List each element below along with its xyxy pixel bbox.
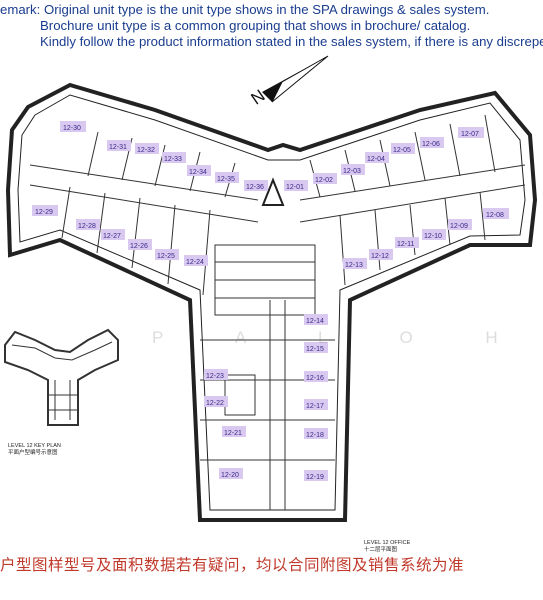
unit-12-29: 12-29: [32, 205, 58, 216]
north-arrow: N: [248, 55, 329, 109]
svg-text:12-20: 12-20: [221, 472, 239, 479]
svg-text:12-31: 12-31: [109, 144, 127, 151]
svg-text:12-10: 12-10: [424, 233, 442, 240]
svg-text:12-08: 12-08: [486, 212, 504, 219]
svg-text:12-07: 12-07: [461, 131, 479, 138]
core-atrium: [261, 177, 285, 206]
svg-text:12-05: 12-05: [393, 147, 411, 154]
unit-12-15: 12-15: [304, 342, 328, 353]
svg-text:12-32: 12-32: [137, 147, 155, 154]
remark-line-2: Brochure unit type is a common grouping …: [40, 18, 471, 33]
unit-12-31: 12-31: [107, 140, 131, 151]
svg-text:12-16: 12-16: [306, 375, 324, 382]
floor-caption-cn: 十二层平面图: [364, 547, 398, 553]
svg-text:12-30: 12-30: [63, 125, 81, 132]
svg-text:12-35: 12-35: [217, 176, 235, 183]
key-plan-caption: LEVEL 12 KEY PLAN 平面户型编号示意图: [8, 443, 61, 457]
floor-caption-en: LEVEL 12 OFFICE: [364, 540, 411, 546]
unit-12-05: 12-05: [391, 143, 415, 154]
svg-text:12-28: 12-28: [78, 223, 96, 230]
svg-text:12-03: 12-03: [343, 168, 361, 175]
svg-text:12-24: 12-24: [186, 259, 204, 266]
north-label: N: [248, 86, 269, 109]
unit-12-19: 12-19: [304, 470, 328, 481]
unit-12-17: 12-17: [304, 399, 328, 410]
unit-12-23: 12-23: [204, 369, 228, 380]
unit-12-03: 12-03: [341, 164, 365, 175]
svg-text:12-26: 12-26: [130, 243, 148, 250]
unit-12-07: 12-07: [458, 127, 484, 138]
svg-text:12-12: 12-12: [371, 253, 389, 260]
unit-12-11: 12-11: [395, 237, 419, 248]
svg-text:12-02: 12-02: [315, 177, 333, 184]
svg-text:12-11: 12-11: [397, 241, 414, 248]
svg-text:12-13: 12-13: [345, 262, 363, 269]
svg-text:12-15: 12-15: [306, 346, 324, 353]
unit-12-04: 12-04: [365, 152, 389, 163]
svg-text:12-25: 12-25: [157, 253, 175, 260]
unit-12-06: 12-06: [420, 137, 444, 148]
unit-labels: 12-30 12-31 12-32 12-33 12-34 12-35 12-3…: [32, 121, 509, 481]
unit-12-09: 12-09: [448, 219, 472, 230]
key-plan-thumbnail: [4, 328, 119, 426]
svg-text:12-33: 12-33: [164, 156, 182, 163]
unit-12-14: 12-14: [304, 314, 328, 325]
unit-12-22: 12-22: [204, 396, 228, 407]
floor-caption: LEVEL 12 OFFICE 十二层平面图: [364, 540, 410, 554]
svg-text:12-06: 12-06: [422, 141, 440, 148]
unit-12-32: 12-32: [135, 143, 159, 154]
unit-12-36: 12-36: [244, 180, 268, 191]
unit-12-21: 12-21: [222, 426, 246, 437]
unit-12-20: 12-20: [219, 468, 243, 479]
unit-12-13: 12-13: [343, 258, 367, 269]
unit-12-34: 12-34: [187, 165, 211, 176]
unit-12-18: 12-18: [304, 428, 328, 439]
unit-12-12: 12-12: [369, 249, 393, 260]
unit-12-25: 12-25: [155, 249, 179, 260]
svg-text:12-04: 12-04: [367, 156, 385, 163]
svg-text:12-18: 12-18: [306, 432, 324, 439]
svg-text:12-23: 12-23: [206, 373, 224, 380]
svg-text:12-36: 12-36: [246, 184, 264, 191]
unit-12-26: 12-26: [128, 239, 152, 250]
svg-text:12-19: 12-19: [306, 474, 324, 481]
unit-12-33: 12-33: [162, 152, 186, 163]
svg-text:12-34: 12-34: [189, 169, 207, 176]
left-wing-walls: [29, 131, 259, 296]
svg-text:12-14: 12-14: [306, 318, 324, 325]
svg-text:12-29: 12-29: [35, 209, 53, 216]
unit-12-24: 12-24: [184, 255, 208, 266]
remark-line-1: emark: Original unit type is the unit ty…: [0, 2, 490, 17]
unit-12-02: 12-02: [313, 173, 337, 184]
key-plan-caption-en: LEVEL 12 KEY PLAN: [8, 443, 61, 449]
svg-text:12-21: 12-21: [224, 430, 242, 437]
remark-line-3: Kindly follow the product information st…: [40, 34, 543, 49]
unit-12-08: 12-08: [483, 208, 509, 219]
svg-text:12-22: 12-22: [206, 400, 224, 407]
svg-text:12-09: 12-09: [450, 223, 468, 230]
unit-12-35: 12-35: [215, 172, 239, 183]
svg-text:12-27: 12-27: [103, 233, 121, 240]
svg-text:12-17: 12-17: [306, 403, 324, 410]
chinese-note: 户型图样型号及面积数据若有疑问，均以合同附图及销售系统为准: [0, 556, 465, 574]
watermark: P A L O H: [152, 328, 532, 347]
unit-12-10: 12-10: [422, 229, 446, 240]
unit-12-28: 12-28: [76, 219, 100, 230]
svg-text:12-01: 12-01: [286, 184, 304, 191]
remark-text: emark: Original unit type is the unit ty…: [0, 2, 543, 50]
building-outline: [5, 82, 538, 522]
unit-12-27: 12-27: [101, 229, 125, 240]
key-plan-caption-cn: 平面户型编号示意图: [8, 450, 58, 456]
unit-12-01: 12-01: [284, 180, 308, 191]
unit-12-16: 12-16: [304, 371, 328, 382]
unit-12-30: 12-30: [60, 121, 86, 132]
